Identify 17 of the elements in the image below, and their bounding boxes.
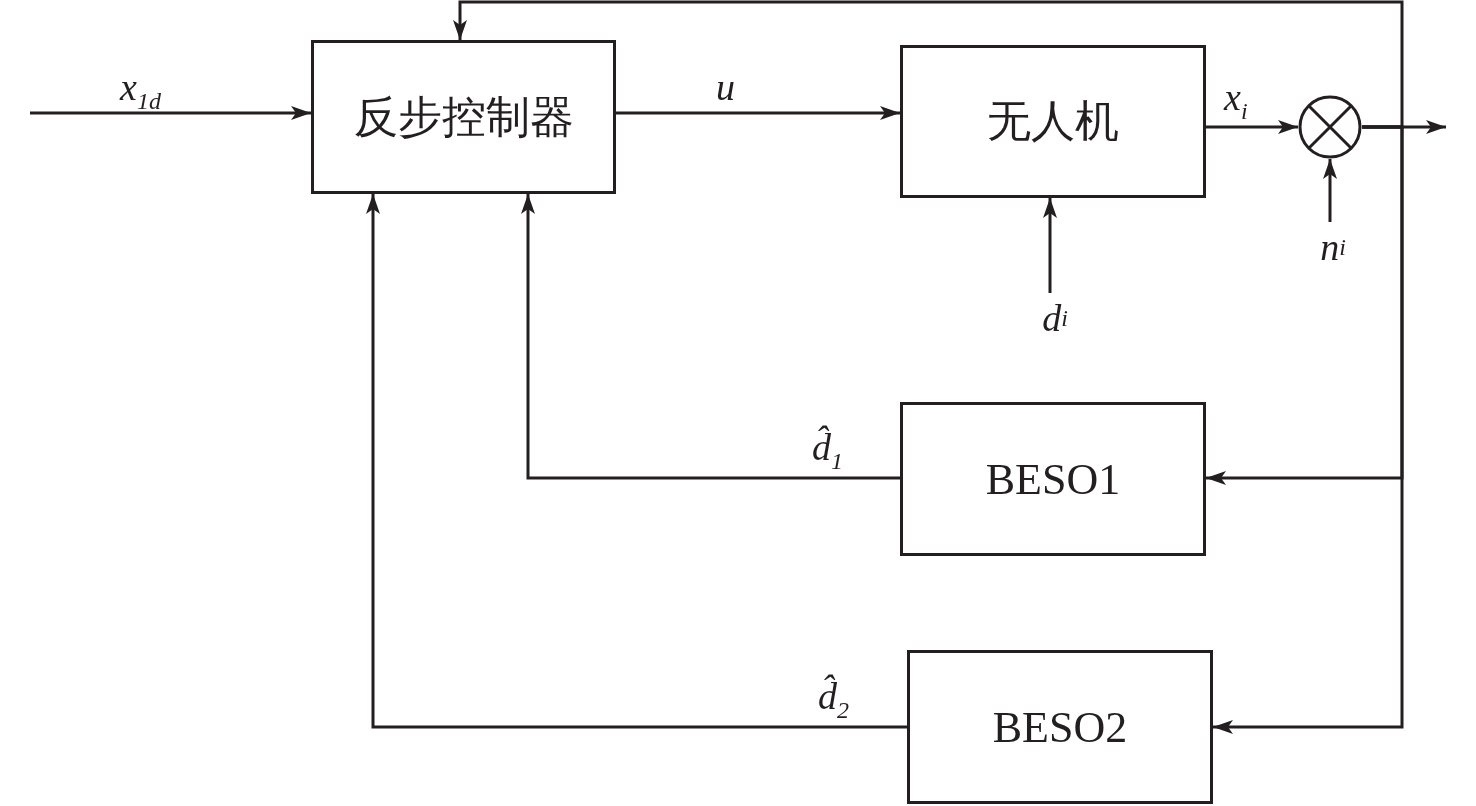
- arrow: [453, 0, 1404, 129]
- block-box: 反步控制器: [311, 40, 616, 194]
- arrow: [1213, 125, 1404, 734]
- arrow: [30, 106, 311, 120]
- block-box: BESO1: [900, 402, 1206, 556]
- edge-label: x$_{i}$: [1224, 78, 1248, 123]
- summing-junction: [1298, 95, 1362, 159]
- arrow: [1323, 159, 1337, 222]
- arrow: [366, 194, 907, 729]
- arrow: [1206, 120, 1298, 134]
- edge-label: x$_{1d}$: [120, 68, 161, 113]
- block-box: 无人机: [900, 45, 1206, 198]
- arrow: [1043, 198, 1057, 293]
- arrow: [521, 194, 900, 480]
- arrow: [616, 106, 900, 120]
- edge-label: u: [716, 68, 735, 106]
- block-box: BESO2: [907, 650, 1213, 804]
